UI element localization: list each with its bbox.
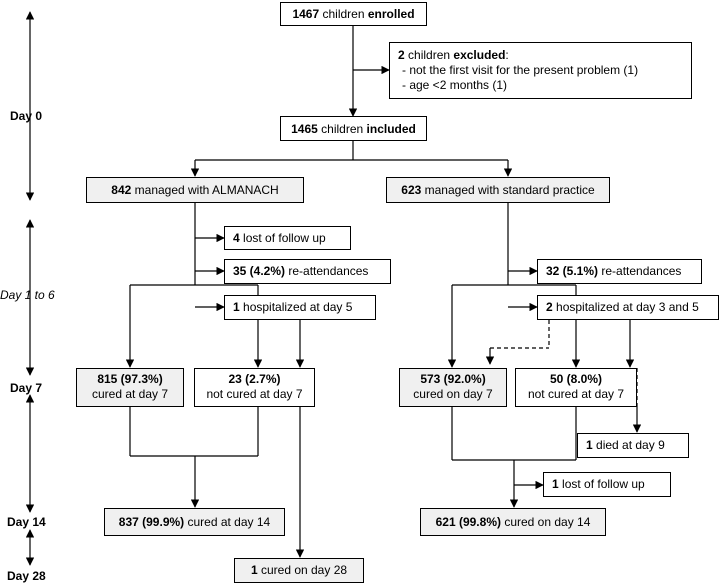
standard-cured14-box: 621 (99.8%) cured on day 14 [420,508,606,536]
day28-label: Day 28 [7,569,46,583]
text: cured at day 14 [184,515,271,529]
count: 32 (5.1%) [546,264,599,278]
text: not cured at day 7 [527,387,625,401]
text: hospitalized at day 5 [239,300,353,314]
count: 842 [111,183,132,197]
almanach-notcured7-box: 23 (2.7%) not cured at day 7 [194,368,315,407]
count: 815 (97.3%) [97,372,163,386]
count: 837 (99.9%) [118,515,185,529]
text: managed with ALMANACH [131,183,279,197]
count: 573 (92.0%) [420,372,486,386]
count: 50 (8.0%) [549,372,603,386]
standard-cured7-box: 573 (92.0%) cured on day 7 [399,368,507,407]
excluded-reason: - not the first visit for the present pr… [402,63,639,77]
excluded-reason: - age <2 months (1) [402,78,508,92]
standard-died-box: 1 died at day 9 [577,433,689,458]
text: not cured at day 7 [206,387,303,401]
included-count: 1465 [291,122,318,136]
text: re-attendances [285,264,369,278]
included-pre: children [317,122,367,136]
enrolled-count: 1467 [292,7,320,21]
almanach-hosp-box: 1 hospitalized at day 5 [224,295,376,320]
almanach-lost-box: 4 lost of follow up [224,226,351,250]
count: 23 (2.7%) [228,372,281,386]
day0-label: Day 0 [10,109,43,123]
standard-lost-box: 1 lost of follow up [543,472,671,497]
excluded-label: excluded [453,48,506,62]
almanach-cured14-box: 837 (99.9%) cured at day 14 [104,508,285,536]
excluded-box: 2 children excluded: - not the first vis… [389,42,692,99]
included-label: included [366,122,416,136]
count: 1 [552,477,559,491]
count: 1 [586,438,593,452]
almanach-cured28-box: 1 cured on day 28 [234,558,364,583]
standard-managed-box: 623 managed with standard practice [386,177,610,203]
almanach-reattend-box: 35 (4.2%) re-attendances [224,259,391,284]
text: cured at day 7 [91,387,169,401]
text: lost of follow up [239,231,326,245]
text: lost of follow up [558,477,645,491]
count: 1 [233,300,240,314]
included-box: 1465 children included [280,116,427,141]
almanach-managed-box: 842 managed with ALMANACH [86,177,304,203]
excluded-colon: : [505,48,509,62]
enrolled-pre: children [319,7,368,21]
excluded-pre: children [404,48,454,62]
text: cured on day 14 [500,515,591,529]
count: 4 [233,231,240,245]
count: 621 (99.8%) [435,515,501,529]
enrolled-label: enrolled [367,7,415,21]
almanach-cured7-box: 815 (97.3%) cured at day 7 [76,368,184,407]
day7-label: Day 7 [10,381,43,395]
standard-hosp-box: 2 hospitalized at day 3 and 5 [537,295,719,320]
text: died at day 9 [592,438,665,452]
standard-reattend-box: 32 (5.1%) re-attendances [537,259,702,284]
text: hospitalized at day 3 and 5 [552,300,699,314]
text: managed with standard practice [421,183,595,197]
count: 1 [250,563,258,577]
text: cured on day 28 [257,563,348,577]
count: 35 (4.2%) [233,264,286,278]
text: re-attendances [598,264,682,278]
enrolled-box: 1467 children enrolled [280,2,427,26]
count: 2 [546,300,553,314]
text: cured on day 7 [413,387,493,401]
standard-notcured7-box: 50 (8.0%) not cured at day 7 [515,368,637,407]
day1to6-label: Day 1 to 6 [0,288,55,302]
count: 623 [401,183,422,197]
excluded-count: 2 [398,48,405,62]
day14-label: Day 14 [7,515,46,529]
